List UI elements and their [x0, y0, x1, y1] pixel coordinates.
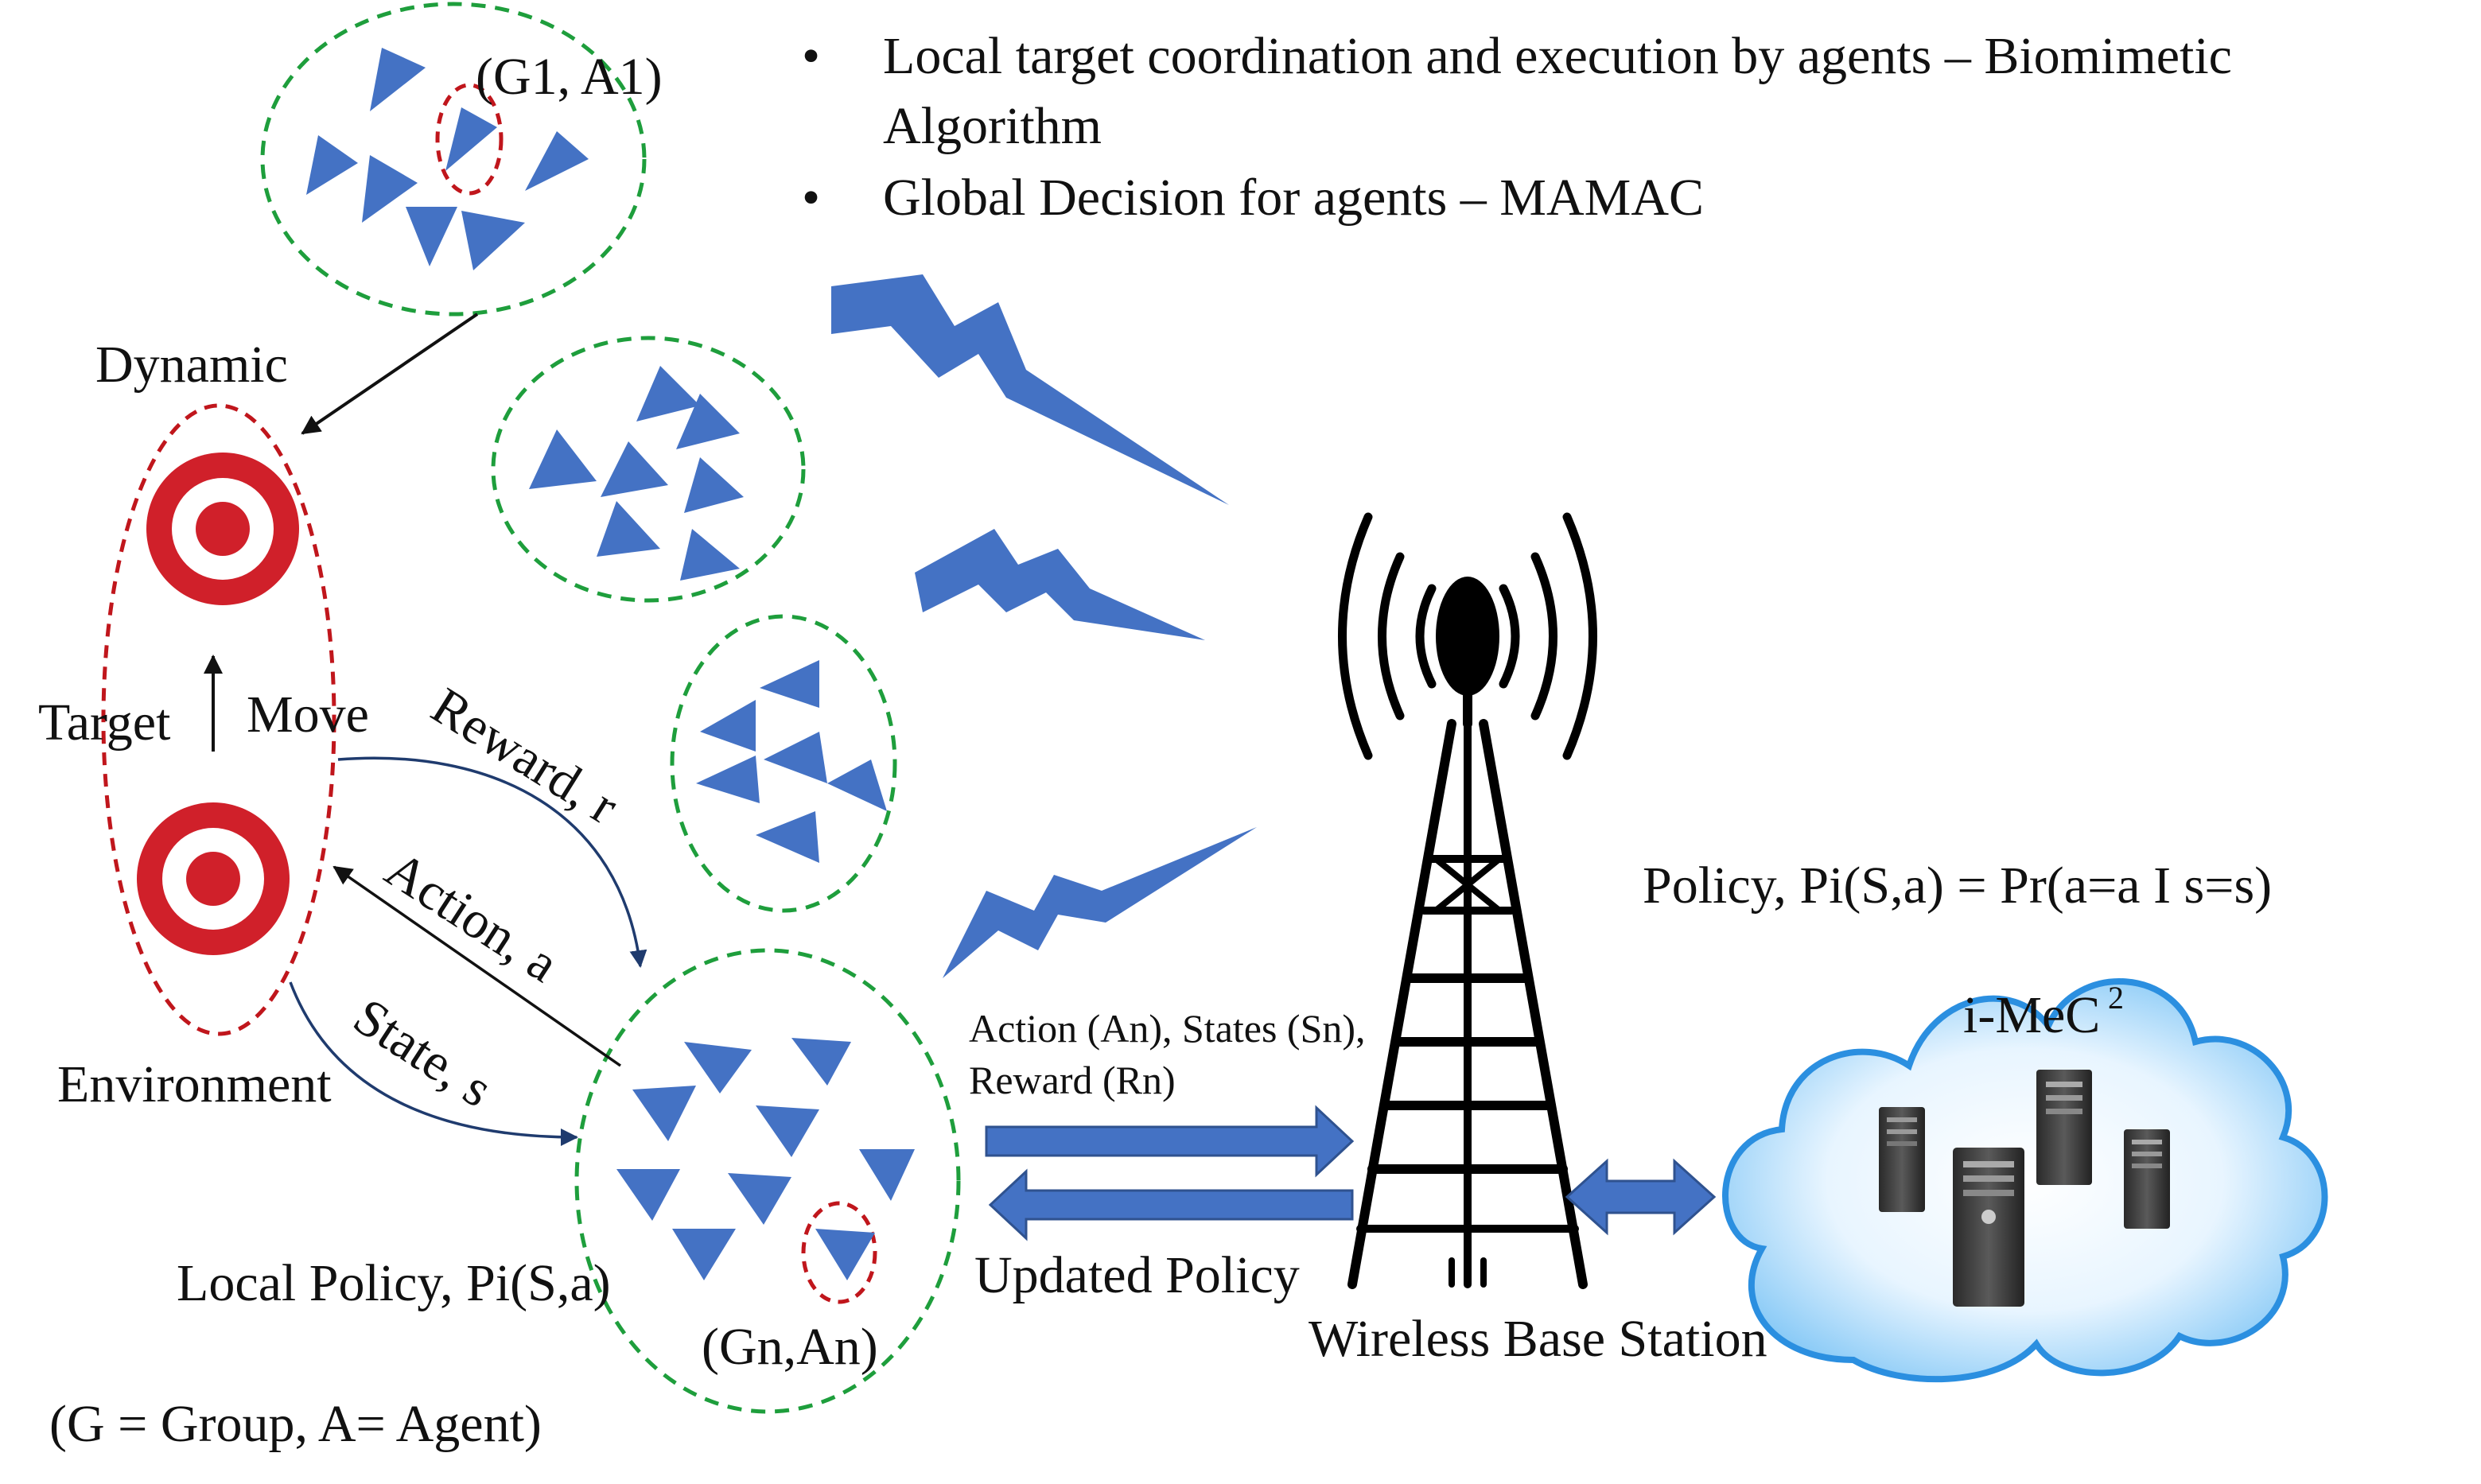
server-icon: [1953, 1148, 2024, 1307]
agent-triangle: [616, 1169, 680, 1221]
server-icon: [2036, 1070, 2092, 1185]
group-ring: [491, 336, 806, 603]
agent-triangle: [306, 135, 358, 195]
bullet-1-line2: Algorithm: [883, 97, 1102, 155]
environment-label: Environment: [57, 1055, 332, 1113]
agent-triangle: [636, 366, 700, 422]
agent-group-1: (G1, A1): [260, 2, 663, 317]
server-icon: [1879, 1107, 1925, 1212]
agent-triangle: [632, 1086, 696, 1141]
bullet-marker: •: [802, 27, 820, 85]
agent-triangle: [529, 429, 597, 489]
action-arrow: [332, 865, 621, 1067]
selected-agent-ring: [801, 1201, 877, 1304]
agents: [616, 1038, 915, 1280]
lightning-icon: [943, 827, 1257, 978]
base-station-label: Wireless Base Station: [1309, 1310, 1767, 1368]
agent-triangle: [601, 441, 668, 497]
agent-triangle: [676, 394, 740, 449]
agent-triangle: [461, 211, 525, 270]
agent-triangle: [756, 1105, 819, 1157]
bullet-1-line1: Local target coordination and execution …: [883, 27, 2232, 85]
policy-label: Policy, Pi(S,a) = Pr(a=a I s=s): [1643, 857, 2272, 915]
selected-agent-ring: [435, 83, 504, 196]
group-to-target-arrow: [301, 313, 479, 435]
agent-triangle: [827, 759, 887, 811]
agent-triangle: [445, 107, 497, 171]
group-1-label: (G1, A1): [476, 48, 663, 106]
agent-triangle: [597, 501, 660, 557]
downlink-arrow: [988, 1168, 1354, 1241]
agents: [529, 366, 744, 581]
group-ring: [670, 614, 897, 913]
agent-triangle: [700, 700, 756, 752]
agent-triangle: [815, 1229, 875, 1280]
agents: [306, 48, 589, 270]
group-ring: [574, 948, 961, 1414]
target-label: Target: [38, 693, 170, 752]
agent-triangle: [362, 155, 418, 223]
tower-icon: [1338, 512, 1597, 1289]
state-label: State, s: [344, 987, 503, 1118]
agent-triangle: [684, 1042, 752, 1094]
agent-triangle: [672, 1229, 736, 1280]
agent-triangle: [680, 529, 740, 581]
dynamic-label: Dynamic: [95, 336, 288, 394]
agent-triangle: [760, 660, 819, 708]
reward-arrow: [337, 756, 647, 968]
agent-triangle: [696, 756, 760, 803]
bullet-marker: •: [802, 169, 820, 227]
agent-group-2: [491, 336, 806, 603]
cloud-label: i-MeC: [1963, 986, 2100, 1044]
local-policy-label: Local Policy, Pi(S,a): [177, 1254, 611, 1312]
lightning-icon: [831, 274, 1229, 505]
uplink-label-line2: Reward (Rn): [969, 1058, 1176, 1102]
tower-cloud-link: [1565, 1158, 1717, 1236]
rl-loop: Reward, r Action, a State, s: [289, 677, 647, 1146]
agent-triangle: [756, 811, 819, 863]
environment-ring: [101, 403, 336, 1036]
wireless-links: [831, 274, 1257, 978]
reward-label: Reward, r: [422, 677, 628, 836]
updated-policy-label: Updated Policy: [974, 1246, 1300, 1304]
server-rack: [1879, 1070, 2170, 1307]
target-icon: [146, 453, 299, 605]
agent-triangle: [764, 732, 827, 783]
environment: Dynamic Target Move Environment: [38, 336, 369, 1113]
agent-triangle: [406, 207, 457, 266]
target-icon: [137, 802, 290, 955]
agents: [696, 660, 887, 863]
agent-triangle: [791, 1038, 851, 1086]
state-arrow: [289, 981, 578, 1146]
agent-group-3: [670, 614, 897, 913]
cloud-label-superscript: 2: [2108, 980, 2124, 1016]
lightning-icon: [915, 529, 1205, 640]
agent-triangle: [728, 1173, 791, 1225]
group-n-label: (Gn,An): [702, 1318, 878, 1376]
bullet-list: • Local target coordination and executio…: [802, 27, 2232, 227]
agent-triangle: [684, 457, 744, 513]
agent-triangle: [859, 1149, 915, 1201]
legend-label: (G = Group, A= Agent): [49, 1395, 542, 1453]
bullet-2-line1: Global Decision for agents – MAMAC: [883, 169, 1704, 227]
cloud-icon: i-MeC 2: [1722, 978, 2328, 1383]
group-ring: [260, 2, 647, 317]
move-label: Move: [247, 686, 369, 744]
agent-triangle: [370, 48, 426, 111]
uplink-label-line1: Action (An), States (Sn),: [969, 1006, 1366, 1051]
uplink-arrow: [985, 1105, 1355, 1178]
server-icon: [2124, 1129, 2170, 1229]
agent-group-n: (Gn,An): [574, 948, 961, 1414]
